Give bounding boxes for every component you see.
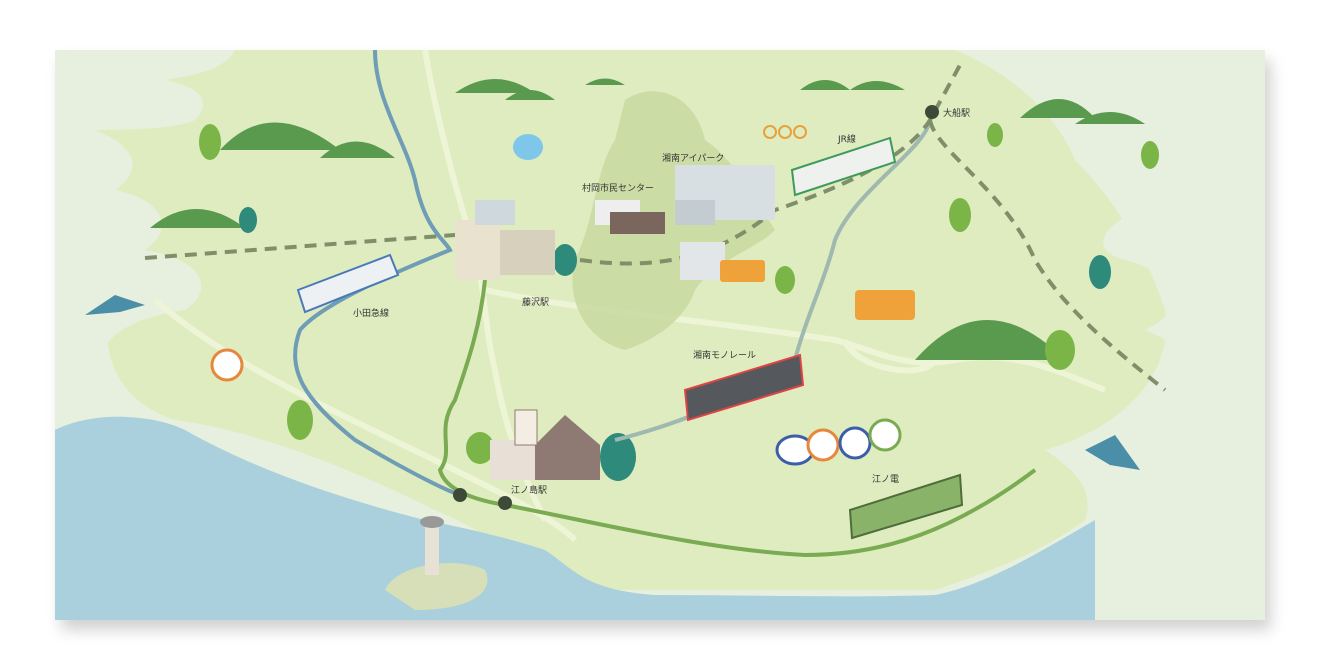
- kingfisher-bird: [1085, 435, 1140, 470]
- jr-line-label: JR線: [837, 133, 856, 145]
- kingfisher-bird: [85, 295, 145, 315]
- bicycle-parking: [763, 125, 807, 139]
- illustrated-area-map: 大船駅 JR線 湘南アイパーク 村岡市民センター 藤沢駅 小田急線 湘南モノレー…: [55, 50, 1265, 620]
- bus: [720, 260, 765, 282]
- odakyu-enoshima-station-marker[interactable]: [453, 488, 467, 502]
- mascot-character: [513, 134, 543, 160]
- mascot-characters: [775, 418, 902, 466]
- hills: [150, 78, 1145, 360]
- bus: [855, 290, 915, 320]
- odakyu-line-label: 小田急線: [353, 307, 389, 319]
- sea: [55, 416, 1095, 620]
- enoden-label: 江ノ電: [872, 474, 899, 485]
- map-canvas: 大船駅 JR線 湘南アイパーク 村岡市民センター 藤沢駅 小田急線 湘南モノレー…: [55, 50, 1265, 620]
- cloud-area-right: [1035, 50, 1265, 570]
- enoshima-station-label: 江ノ島駅: [511, 484, 547, 496]
- enoshima-station-building: [490, 409, 600, 480]
- enoshima-station-marker[interactable]: [498, 496, 512, 510]
- muraoka-center-building: [595, 200, 665, 234]
- fujisawa-station-building: [455, 200, 555, 280]
- park-area: [572, 91, 775, 350]
- shonan-ipark-label: 湘南アイパーク: [662, 152, 724, 164]
- ofuna-station-label: 大船駅: [943, 107, 970, 119]
- odakyu-train: [296, 253, 400, 314]
- trees: [199, 123, 1159, 481]
- ofuna-station-marker[interactable]: [925, 105, 939, 119]
- shonan-ipark-building: [675, 165, 775, 225]
- mascot-character: [210, 348, 244, 382]
- office-building: [680, 242, 725, 280]
- jr-train: [790, 136, 897, 197]
- fujisawa-station-label: 藤沢駅: [522, 296, 549, 308]
- monorail-train: [683, 353, 805, 422]
- enoden-train: [848, 473, 964, 540]
- cloud-area-left: [55, 50, 235, 410]
- shonan-monorail-label: 湘南モノレール: [693, 349, 756, 361]
- muraoka-center-label: 村岡市民センター: [582, 182, 654, 194]
- enoshima-island: [385, 516, 488, 610]
